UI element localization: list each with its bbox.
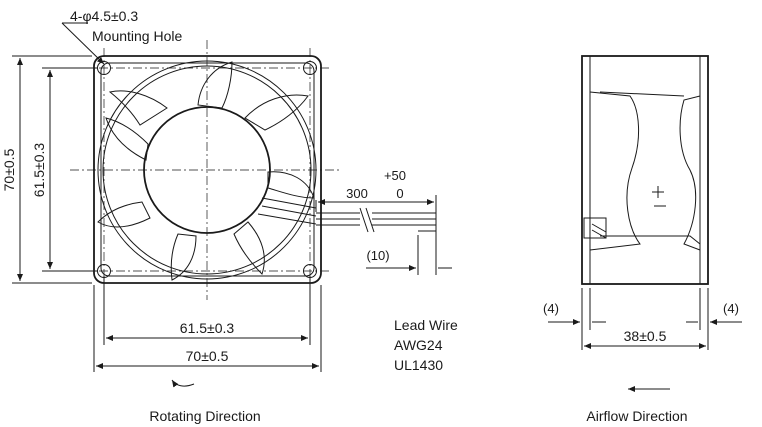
width-outer-label: 70±0.5	[186, 348, 229, 364]
width-inner-label: 61.5±0.3	[180, 320, 235, 336]
mounting-hole-callout: 4-φ4.5±0.3 Mounting Hole	[61, 8, 182, 65]
front-view	[70, 40, 340, 300]
lead-wire-label: Lead Wire	[394, 317, 458, 333]
side-view	[581, 55, 709, 285]
lead-tolerance-zero: 0	[396, 186, 403, 201]
depth-label: 38±0.5	[624, 328, 667, 344]
lead-length-label: 300	[346, 186, 368, 201]
height-outer-label: 70±0.5	[1, 148, 17, 191]
side-outline	[581, 55, 709, 285]
rotating-direction-label: Rotating Direction	[149, 408, 260, 424]
width-dimensions: 61.5±0.3 70±0.5	[93, 276, 322, 372]
mounting-hole-dim-label: 4-φ4.5±0.3	[70, 8, 138, 24]
ul-label: UL1430	[394, 357, 443, 373]
airflow-direction-label: Airflow Direction	[586, 408, 687, 424]
side-dimensions: (4) (4) 38±0.5	[543, 288, 742, 350]
awg-label: AWG24	[394, 337, 443, 353]
height-inner-label: 61.5±0.3	[31, 143, 47, 198]
mounting-hole-label: Mounting Hole	[92, 28, 182, 44]
fan-frame-outline	[93, 55, 322, 284]
height-dimensions: 70±0.5 61.5±0.3	[1, 55, 98, 284]
strip-length-label: (10)	[366, 248, 389, 263]
side-right-offset-label: (4)	[723, 301, 739, 316]
rotating-arrow-icon	[171, 379, 195, 388]
lead-wire: +50 300 0 (10)	[315, 168, 452, 275]
fan-frame-inner	[100, 62, 315, 277]
side-left-offset-label: (4)	[543, 301, 559, 316]
lead-tolerance-plus: +50	[384, 168, 406, 183]
fan-blades	[97, 61, 315, 281]
